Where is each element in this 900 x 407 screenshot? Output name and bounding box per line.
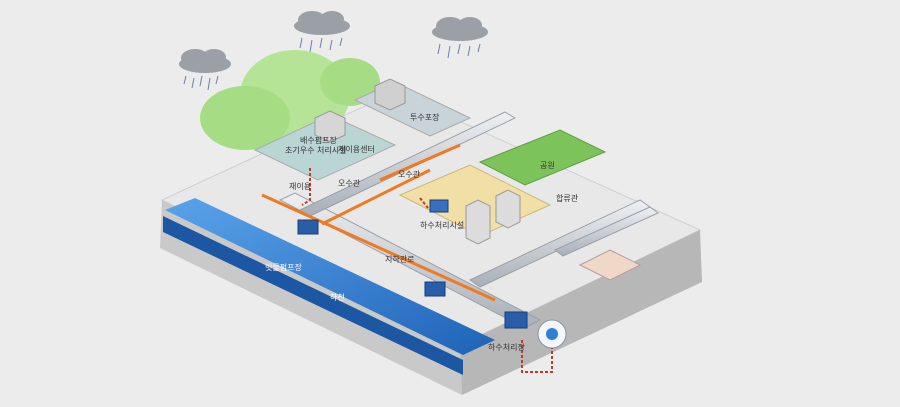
label-pump-station: 빗물펌프장 bbox=[265, 262, 302, 272]
pump-units bbox=[297, 199, 567, 349]
sewer-lines bbox=[301, 168, 553, 373]
label-permeable: 투수포장 bbox=[410, 112, 440, 122]
labels-layer: 배수펌프장 초기우수 처리시설 재이용센터 투수포장 공원 재이용 오수관 오수… bbox=[265, 112, 579, 352]
label-purification: 초기우수 처리시설 bbox=[285, 145, 346, 155]
rain-cloud-icon bbox=[432, 17, 488, 59]
label-pipe-b: 오수관 bbox=[398, 169, 421, 179]
park-area bbox=[478, 129, 607, 186]
label-river: 하천 bbox=[330, 292, 345, 302]
buildings bbox=[314, 78, 642, 281]
pipe-network bbox=[261, 111, 659, 329]
upper-blocks bbox=[253, 81, 607, 237]
label-treatment-plant: 하수처리시설 bbox=[420, 220, 464, 230]
rain-cloud-icon bbox=[179, 49, 231, 91]
rain-cloud-icon bbox=[294, 11, 350, 53]
label-drain-pump: 배수펌프장 bbox=[300, 135, 337, 145]
label-underground-pipe: 지하관로 bbox=[385, 254, 414, 264]
label-water-reuse-center: 재이용센터 bbox=[338, 144, 375, 154]
river bbox=[163, 198, 495, 375]
label-pipe-a: 오수관 bbox=[338, 178, 361, 188]
label-sewage-treatment: 하수처리장 bbox=[488, 342, 525, 352]
label-branch-pipe: 합류관 bbox=[556, 193, 579, 203]
label-seawater-flow: 재이용 bbox=[289, 181, 311, 191]
label-park: 공원 bbox=[540, 161, 555, 170]
